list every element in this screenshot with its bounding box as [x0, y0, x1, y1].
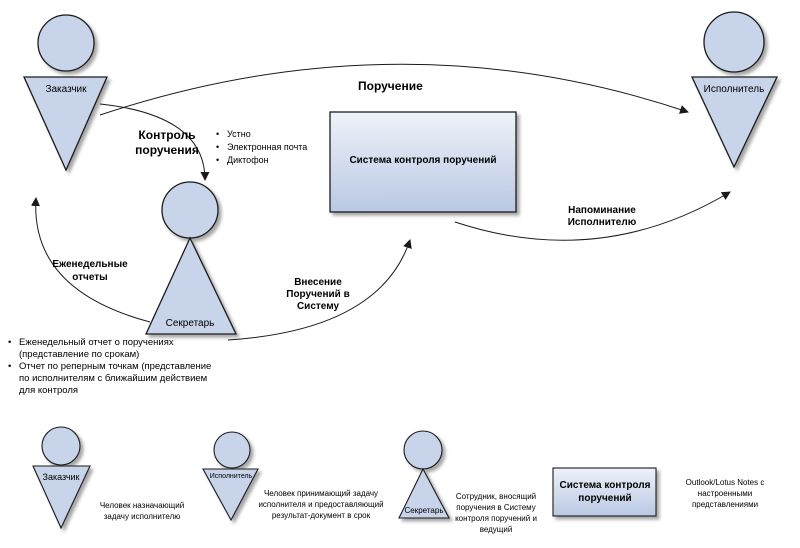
weekly-reports-line2: отчеты	[72, 272, 108, 283]
report-item: Отчет по реперным точкам (представление …	[8, 361, 224, 397]
entry-arrow	[227, 239, 412, 341]
channel-item: Диктофон	[216, 154, 307, 167]
legend-secretary-shape	[398, 430, 450, 519]
secretary-label: Секретарь	[165, 318, 215, 329]
reminder-label: Напоминание Исполнителю	[552, 205, 652, 229]
control-label-line2: поручения	[135, 143, 199, 157]
reminder-arrow	[454, 191, 731, 241]
legend-executor-shape	[202, 431, 259, 522]
legend-executor-desc: Человек принимающий задачу исполнителя и…	[258, 489, 384, 520]
legend-customer-shape	[32, 426, 91, 530]
legend-system-box	[552, 467, 657, 517]
legend-customer-label: Заказчик	[42, 472, 80, 482]
entry-label: Внесение Поручений в Систему	[278, 277, 358, 313]
weekly-reports-line1: Еженедельные	[52, 259, 128, 270]
entry-line3: Систему	[296, 301, 340, 312]
customer-actor	[22, 14, 108, 172]
entry-line1: Внесение	[294, 277, 342, 288]
weekly-reports-arrow	[30, 197, 151, 323]
assignment-arrow	[99, 63, 689, 116]
legend-executor-label: Исполнитель	[209, 473, 253, 480]
secretary-actor	[144, 181, 238, 335]
assignment-label: Поручение	[358, 79, 423, 93]
system-box	[329, 111, 517, 213]
entry-line2: Поручений в	[286, 289, 350, 300]
executor-label: Исполнитель	[703, 84, 765, 95]
reports-list: Еженедельный отчет о поручениях (предста…	[8, 337, 224, 397]
channel-list: Устно Электронная почта Диктофон	[216, 128, 307, 167]
legend-system-label: Система контроля поручений	[559, 480, 651, 504]
customer-label: Заказчик	[45, 84, 87, 95]
legend-system-desc: Outlook/Lotus Notes с настроенными предс…	[685, 478, 765, 509]
system-label: Система контроля поручений	[349, 155, 497, 166]
weekly-reports-label: Еженедельные отчеты	[40, 258, 140, 284]
reminder-line1: Напоминание	[568, 205, 636, 216]
channel-item: Электронная почта	[216, 141, 307, 154]
channel-item: Устно	[216, 128, 307, 141]
control-arrow	[99, 103, 210, 181]
control-label: Контроль поручения	[128, 128, 206, 158]
legend-customer-desc: Человек назначающий задачу исполнителю	[99, 501, 185, 521]
legend-secretary-desc: Сотрудник, вносящий поручения в Систему …	[455, 492, 537, 534]
reminder-line2: Исполнителю	[567, 217, 637, 228]
control-label-line1: Контроль	[138, 128, 196, 142]
executor-actor	[690, 11, 779, 169]
legend-secretary-label: Секретарь	[404, 506, 444, 515]
report-item: Еженедельный отчет о поручениях (предста…	[8, 337, 224, 361]
